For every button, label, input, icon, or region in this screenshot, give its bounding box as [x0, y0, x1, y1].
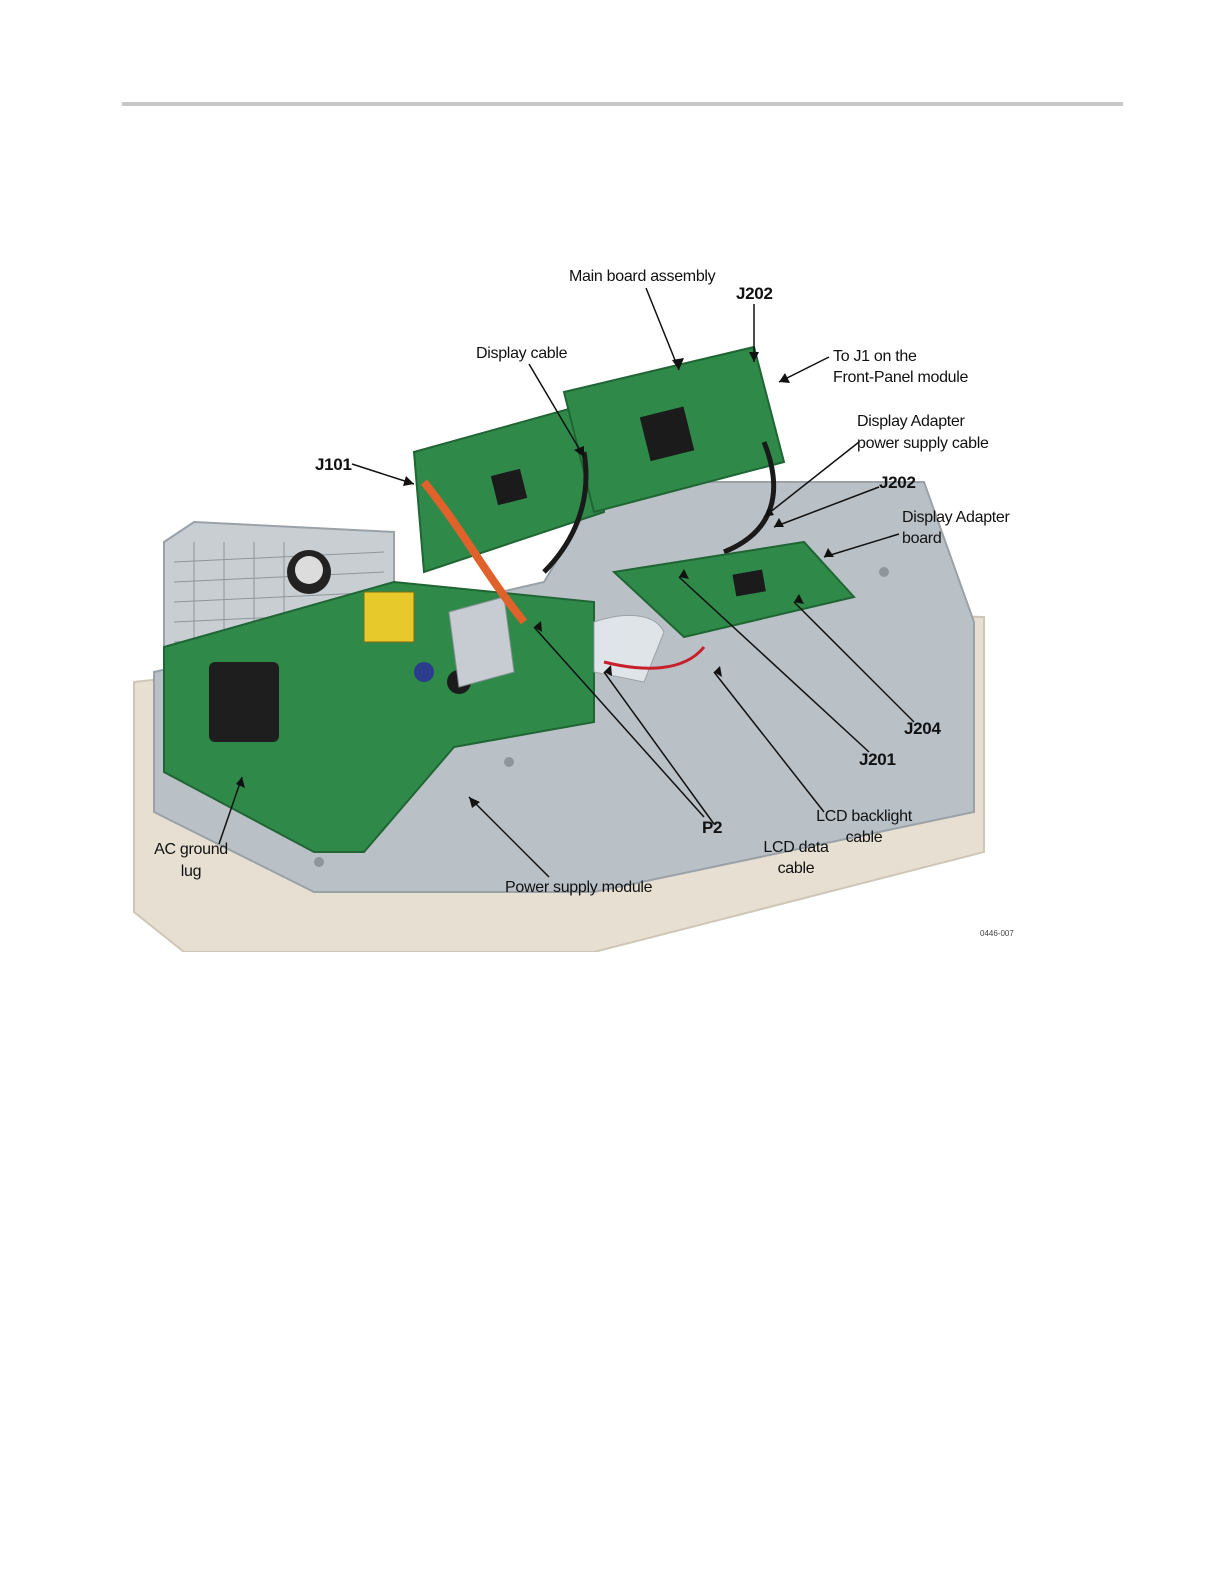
leader-main-board	[646, 288, 679, 370]
callout-main-board-assembly: Main board assembly	[569, 266, 715, 287]
callout-ac-ground-line2: lug	[148, 861, 234, 882]
callout-display-adapter-psu-line2: power supply cable	[857, 433, 989, 454]
callout-j202-top: J202	[736, 283, 773, 304]
callout-display-adapter-psu-line1: Display Adapter	[857, 411, 965, 432]
callout-lcd-data-line1: LCD data	[754, 837, 838, 858]
figure-id: 0446-007	[980, 929, 1014, 938]
callout-p2: P2	[702, 817, 722, 838]
callout-j204: J204	[904, 718, 941, 739]
callout-lcd-data-line2: cable	[754, 858, 838, 879]
header-rule	[122, 102, 1123, 106]
hardware-figure: Main board assembly J202 Display cable T…	[124, 252, 1024, 952]
callout-lcd-backlight-line1: LCD backlight	[814, 806, 914, 827]
callout-to-j1-line2: Front-Panel module	[833, 367, 968, 388]
callout-display-adapter-board-line1: Display Adapter	[902, 507, 1010, 528]
callout-to-j1-line1: To J1 on the	[833, 346, 917, 367]
callout-display-adapter-board-line2: board	[902, 528, 941, 549]
callout-j202-right: J202	[879, 472, 916, 493]
callout-display-cable: Display cable	[476, 343, 567, 364]
callout-ac-ground-line1: AC ground	[148, 839, 234, 860]
callout-power-supply-module: Power supply module	[505, 877, 652, 898]
callout-j201: J201	[859, 749, 896, 770]
callout-j101: J101	[315, 454, 352, 475]
